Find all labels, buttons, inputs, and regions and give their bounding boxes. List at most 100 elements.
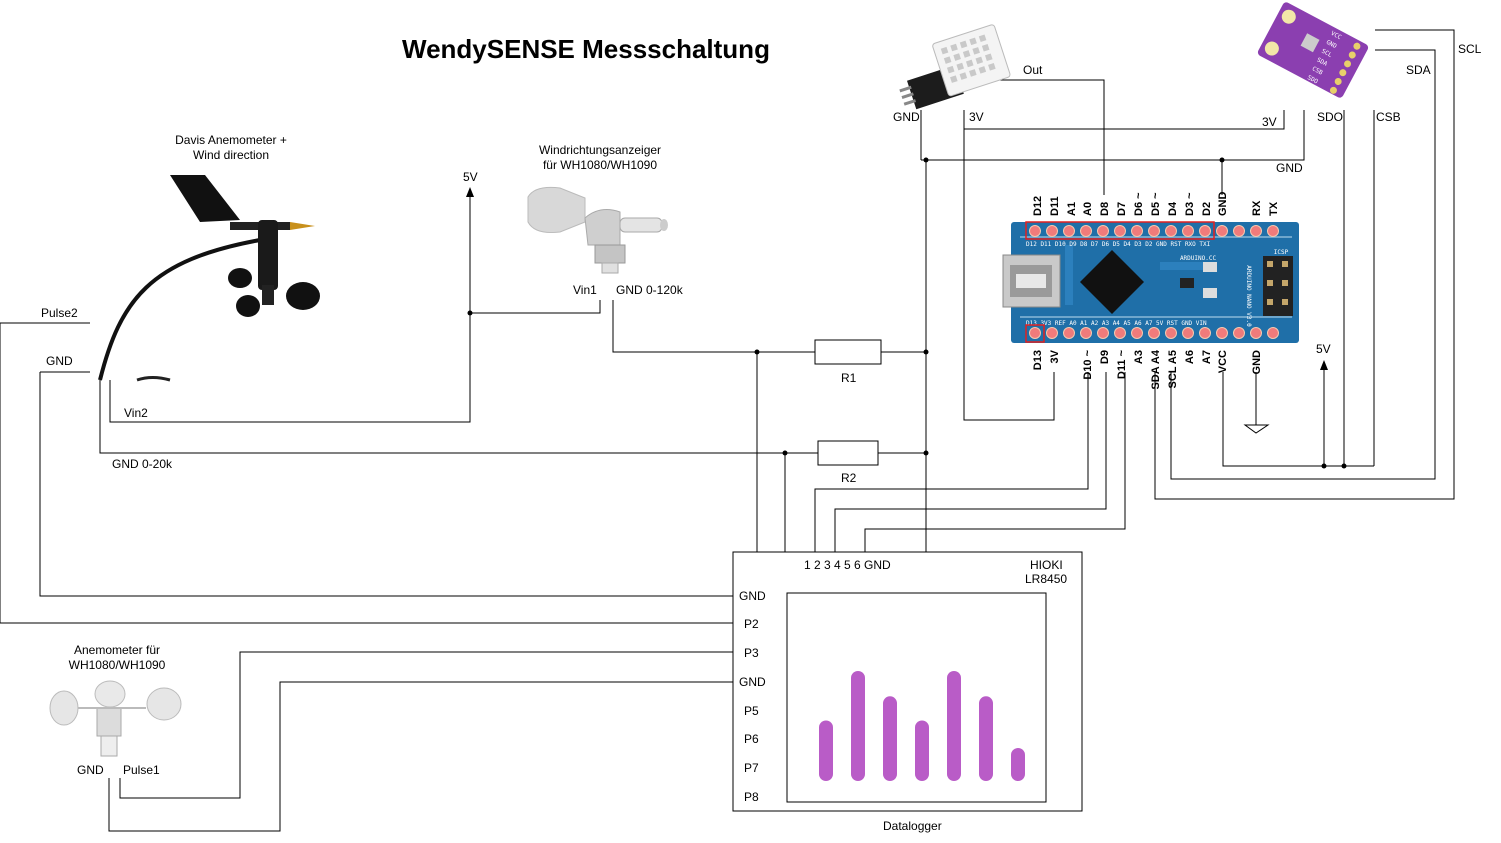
logger-port-1: GND xyxy=(739,589,766,603)
pin-bot-vcc: VCC xyxy=(1217,350,1229,373)
logger-port-7: P7 xyxy=(744,761,759,775)
page-title: WendySENSE Messschaltung xyxy=(402,34,770,64)
label-gnd-20k: GND 0-20k xyxy=(112,457,173,471)
pin-top-a0: A0 xyxy=(1082,202,1094,216)
pin-top-d5: D5 ~ xyxy=(1150,192,1162,216)
pin-top-d4: D4 xyxy=(1167,201,1179,216)
header-pad xyxy=(1114,327,1126,339)
pin-top-d11: D11 xyxy=(1049,196,1061,216)
header-pad xyxy=(1097,327,1109,339)
header-pad xyxy=(1233,225,1245,237)
pin-top-d2: D2 xyxy=(1201,202,1213,216)
logger-port-4: GND xyxy=(739,675,766,689)
pin-top-rx: RX xyxy=(1251,200,1263,216)
pin-bot-a5: SCL A5 xyxy=(1167,350,1179,389)
header-pad xyxy=(1267,327,1279,339)
nano-brand: ARDUINO.CC xyxy=(1180,255,1217,262)
header-pad xyxy=(1029,327,1041,339)
logger-port-2: P2 xyxy=(744,617,759,631)
pin-bot-a3: A3 xyxy=(1133,350,1145,364)
bme-sensor-image: VCC GND SCL SDA CSB SDO xyxy=(1257,2,1369,98)
header-pad xyxy=(1165,327,1177,339)
pin-bot-a4: SDA A4 xyxy=(1150,349,1162,389)
bme-pin-3: SCL xyxy=(1320,48,1333,59)
pin-bot-gnd: GND xyxy=(1251,350,1263,375)
header-pad xyxy=(1114,225,1126,237)
label-pulse1: Pulse1 xyxy=(123,763,160,777)
logger-ports: GND P2 P3 GND P5 P6 P7 P8 xyxy=(739,589,766,804)
header-pad xyxy=(1148,327,1160,339)
arduino-nano-board: ARDUINO.CC ARDUINO NANO V3.0 ICSP D12 D1… xyxy=(1002,221,1299,343)
label-pulse2: Pulse2 xyxy=(41,306,78,320)
wire-anemo-gnd xyxy=(108,681,733,832)
wind-vane-image xyxy=(527,186,668,274)
label-5v-left: 5V xyxy=(463,170,478,184)
header-pad xyxy=(1165,225,1177,237)
header-pad xyxy=(1097,225,1109,237)
wire-gnd-davis xyxy=(39,371,733,597)
wire-vin2 xyxy=(109,195,471,423)
label-bme-gnd: GND xyxy=(1276,161,1303,175)
header-pad xyxy=(1046,225,1058,237)
header-pad xyxy=(1029,225,1041,237)
pin-bot-d11: D11 ~ xyxy=(1116,349,1128,379)
bme-pin-6: SDO xyxy=(1306,74,1319,85)
nano-icsp: ICSP xyxy=(1274,249,1289,256)
nano-bottom-pin-labels: D13 3V D10 ~ D9 D11 ~ A3 SDA A4 SCL A5 A… xyxy=(1032,349,1263,389)
wire-vin1 xyxy=(470,300,601,314)
resistor-r1-label: R1 xyxy=(841,371,857,385)
logger-screen-bars xyxy=(819,671,1025,781)
davis-caption-2: Wind direction xyxy=(193,148,269,162)
wire-scl xyxy=(1154,29,1455,500)
label-dht-3v: 3V xyxy=(969,110,984,124)
logger-name-1: HIOKI xyxy=(1030,558,1063,572)
label-scl: SCL xyxy=(1458,42,1482,56)
label-gnd-davis: GND xyxy=(46,354,73,368)
bme-pin-1: VCC xyxy=(1330,30,1343,41)
logger-port-8: P8 xyxy=(744,790,759,804)
anemometer-caption-2: WH1080/WH1090 xyxy=(69,658,166,672)
logger-channel-labels: 1 2 3 4 5 6 GND xyxy=(804,558,891,572)
pin-bot-a6: A6 xyxy=(1184,350,1196,364)
top-pin-highlight xyxy=(1025,221,1215,240)
pin-bot-a7: A7 xyxy=(1201,350,1213,364)
wire-dht-out xyxy=(990,79,1105,195)
header-pad xyxy=(1131,327,1143,339)
label-anemo-gnd: GND xyxy=(77,763,104,777)
pin-top-d12: D12 xyxy=(1032,196,1044,216)
label-5v-right: 5V xyxy=(1316,342,1331,356)
header-pad xyxy=(1080,327,1092,339)
wire-d10 xyxy=(814,372,1089,552)
logger-caption: Datalogger xyxy=(883,819,942,833)
header-pad xyxy=(1182,225,1194,237)
logger-port-5: P5 xyxy=(744,704,759,718)
wires xyxy=(0,29,1455,832)
header-pad xyxy=(1233,327,1245,339)
pin-top-d3: D3 ~ xyxy=(1184,192,1196,216)
logger-port-3: P3 xyxy=(744,646,759,660)
arrow-5v-right xyxy=(1320,360,1328,370)
header-pad xyxy=(1063,225,1075,237)
wire-pulse2 xyxy=(0,322,733,624)
bme-pin-4: SDA xyxy=(1316,56,1329,67)
wire-pulse1 xyxy=(119,651,733,799)
pin-top-tx: TX xyxy=(1268,201,1280,216)
pin-top-a1: A1 xyxy=(1066,202,1078,216)
arrow-5v-left xyxy=(466,187,474,197)
label-sdo: SDO xyxy=(1317,110,1343,124)
header-pad xyxy=(1250,225,1262,237)
davis-caption-1: Davis Anemometer + xyxy=(175,133,287,147)
wind-vane-caption-1: Windrichtungsanzeiger xyxy=(539,143,661,157)
wire-3v-bme xyxy=(964,110,1285,130)
logger-name-2: LR8450 xyxy=(1025,572,1067,586)
resistor-r1 xyxy=(814,339,882,365)
pin-top-d6: D6 ~ xyxy=(1133,192,1145,216)
pin-top-d8: D8 xyxy=(1099,202,1111,216)
label-dht-out: Out xyxy=(1023,63,1043,77)
wind-vane-caption-2: für WH1080/WH1090 xyxy=(543,158,657,172)
header-pad xyxy=(1080,225,1092,237)
resistor-r2-label: R2 xyxy=(841,471,857,485)
pin-top-d7: D7 xyxy=(1116,202,1128,216)
label-csb: CSB xyxy=(1376,110,1401,124)
